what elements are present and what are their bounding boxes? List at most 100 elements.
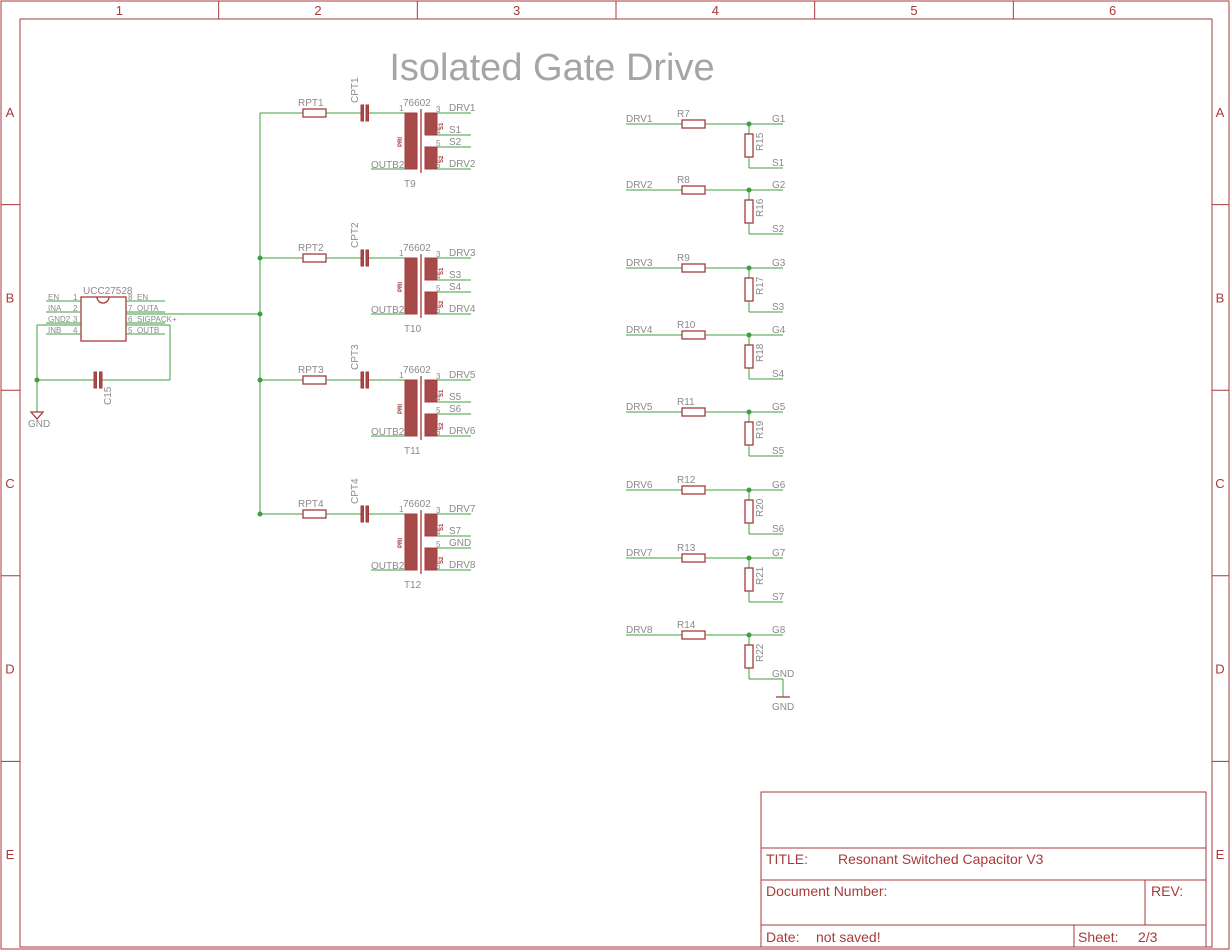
resistor-rpt2[interactable] xyxy=(302,253,327,263)
gate-resistor[interactable] xyxy=(681,119,706,129)
resistor-label: RPT1 xyxy=(298,98,324,109)
gate-resistor[interactable] xyxy=(681,330,706,340)
gate-resistor[interactable] xyxy=(681,185,706,195)
net-label: DRV2 xyxy=(449,159,476,170)
net-label: S7 xyxy=(449,526,462,537)
pin-number: 6 xyxy=(436,306,441,315)
driver-pin-name-right: OUTA xyxy=(137,304,159,313)
driver-pin-num-right: 6 xyxy=(128,315,133,324)
gate-label: G2 xyxy=(772,180,786,191)
grid-row-label-right: C xyxy=(1215,476,1224,491)
source-label: S2 xyxy=(772,224,785,235)
outb-label: OUTB2 xyxy=(371,561,405,572)
tb-title-value[interactable]: Resonant Switched Capacitor V3 xyxy=(838,851,1044,867)
driver-part-label: UCC27528 xyxy=(83,286,133,297)
gate-resistor[interactable] xyxy=(681,485,706,495)
pin-number: 5 xyxy=(436,139,441,148)
pin-number: 3 xyxy=(436,372,441,381)
net-label: S5 xyxy=(449,392,462,403)
sheet-title: Isolated Gate Drive xyxy=(389,47,714,89)
capacitor-plate-b[interactable] xyxy=(365,505,369,523)
capacitor-plate-b[interactable] xyxy=(365,249,369,267)
tb-doc-label: Document Number: xyxy=(766,883,887,899)
transformer-secondary-coil-1 xyxy=(424,513,438,537)
capacitor-label: CPT1 xyxy=(350,77,361,103)
resistor-label: RPT4 xyxy=(298,499,324,510)
title-block-frame xyxy=(760,791,1207,948)
shunt-resistor[interactable] xyxy=(744,277,754,302)
gate-resistor[interactable] xyxy=(681,407,706,417)
net-label: DRV1 xyxy=(449,103,476,114)
shunt-resistor[interactable] xyxy=(744,344,754,369)
resistor-label: RPT3 xyxy=(298,365,324,376)
shunt-resistor-label: R17 xyxy=(755,276,766,295)
capacitor-plate-a xyxy=(360,371,364,389)
shunt-resistor[interactable] xyxy=(744,644,754,669)
gate-resistor[interactable] xyxy=(681,630,706,640)
grid-col-label: 2 xyxy=(314,3,321,18)
gate-label: G8 xyxy=(772,625,786,636)
transformer-stage[interactable]: RPT4CPT4766021PRIS1S2DRV73S74GND5DRV86OU… xyxy=(257,478,476,591)
transformer-ref-label: T12 xyxy=(404,580,422,591)
driver-pin-num-left: 4 xyxy=(73,326,78,335)
shunt-resistor[interactable] xyxy=(744,421,754,446)
driver-body xyxy=(80,296,127,342)
secondary-label-1: S1 xyxy=(439,389,445,397)
resistor-rpt1[interactable] xyxy=(302,108,327,118)
capacitor-label: CPT3 xyxy=(350,344,361,370)
driver-pin-name-left: INB xyxy=(48,326,61,335)
gnd-symbol-icon xyxy=(29,411,45,420)
cap-c15-plate-a xyxy=(93,371,97,389)
gate-resistor[interactable] xyxy=(681,553,706,563)
driver-pin-num-right: 8 xyxy=(128,293,133,302)
tb-sheet-label: Sheet: xyxy=(1078,929,1118,945)
transformer-stage[interactable]: RPT1CPT1766021PRIS1S2DRV13S14S25DRV26OUT… xyxy=(260,77,476,190)
shunt-resistor[interactable] xyxy=(744,199,754,224)
resistor-rpt4[interactable] xyxy=(302,509,327,519)
shunt-resistor[interactable] xyxy=(744,499,754,524)
capacitor-plate-b[interactable] xyxy=(365,371,369,389)
pin-number: 3 xyxy=(436,506,441,515)
outb-label: OUTB2 xyxy=(371,305,405,316)
net-label: DRV3 xyxy=(449,248,476,259)
transformer-part-label: 76602 xyxy=(403,365,431,376)
driver-pin-num-right: 7 xyxy=(128,304,133,313)
grid-row-label-right: E xyxy=(1216,847,1225,862)
grid-col-label: 3 xyxy=(513,3,520,18)
capacitor-plate-a xyxy=(360,249,364,267)
transformer-stage[interactable]: RPT2CPT2766021PRIS1S2DRV33S34S45DRV46OUT… xyxy=(257,222,476,335)
transformer-stage[interactable]: RPT3CPT3766021PRIS1S2DRV53S54S65DRV66OUT… xyxy=(257,344,476,457)
tb-date-label: Date: xyxy=(766,929,799,945)
transformer-secondary-coil-1 xyxy=(424,379,438,403)
pin-number: 4 xyxy=(436,127,441,136)
driver-pin-num-left: 3 xyxy=(73,315,78,324)
transformer-secondary-coil-2 xyxy=(424,291,438,315)
primary-label: PRI xyxy=(398,137,404,147)
shunt-resistor[interactable] xyxy=(744,567,754,592)
resistor-rpt3[interactable] xyxy=(302,375,327,385)
net-label: S3 xyxy=(449,270,462,281)
transformer-ref-label: T11 xyxy=(404,446,421,457)
gnd-junction xyxy=(34,377,40,383)
gate-resistor-label: R10 xyxy=(677,320,696,331)
pin-number: 5 xyxy=(436,406,441,415)
transformer-secondary-coil-2 xyxy=(424,547,438,571)
gate-label: G1 xyxy=(772,114,786,125)
title-block: TITLE: Resonant Switched Capacitor V3 Do… xyxy=(760,791,1207,948)
shunt-resistor[interactable] xyxy=(744,133,754,158)
bus-junction xyxy=(257,255,263,261)
capacitor-plate-b[interactable] xyxy=(365,104,369,122)
gate-resistor[interactable] xyxy=(681,263,706,273)
sheet-border-inner xyxy=(19,18,1213,948)
shunt-resistor-label: R18 xyxy=(755,343,766,362)
